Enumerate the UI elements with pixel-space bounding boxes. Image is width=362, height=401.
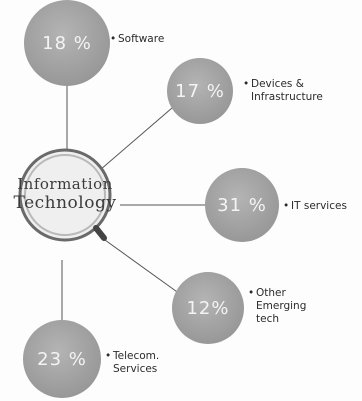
center-line1: Information	[17, 175, 113, 193]
node-devices-percent: 17 %	[175, 80, 225, 102]
node-other-label: •Other Emerging tech	[248, 287, 307, 325]
node-software-circle: 18 %	[24, 0, 110, 86]
node-devices-line1: Devices &	[251, 78, 304, 90]
node-other-line1: Other	[256, 287, 286, 299]
node-devices-circle: 17 %	[167, 58, 233, 124]
node-other-line3: tech	[256, 313, 280, 325]
connector-devices	[99, 107, 173, 171]
node-telecom-label: •Telecom. Services	[105, 350, 160, 375]
node-telecom-line1: Telecom.	[113, 350, 160, 362]
node-telecom-line2: Services	[113, 363, 158, 375]
center-title: Information Technology	[10, 175, 120, 213]
node-telecom-percent: 23 %	[37, 348, 87, 370]
node-software-label: •Software	[110, 33, 165, 45]
node-software-line1: Software	[118, 33, 165, 45]
node-other-percent: 12%	[186, 297, 230, 319]
node-devices-label: •Devices & Infrastructure	[243, 78, 323, 103]
connector-other	[104, 239, 181, 295]
node-other-circle: 12%	[172, 272, 244, 344]
node-devices-line2: Infrastructure	[251, 91, 323, 103]
magnifying-glass-icon	[18, 148, 112, 242]
node-software-percent: 18 %	[42, 32, 92, 54]
node-it-services-circle: 31 %	[205, 168, 279, 242]
node-it-services-line1: IT services	[291, 200, 347, 212]
center-line2: Technology	[13, 193, 117, 213]
node-it-services-label: •IT services	[283, 200, 347, 212]
node-it-services-percent: 31 %	[217, 194, 267, 216]
node-telecom-circle: 23 %	[23, 320, 101, 398]
node-other-line2: Emerging	[256, 300, 307, 312]
